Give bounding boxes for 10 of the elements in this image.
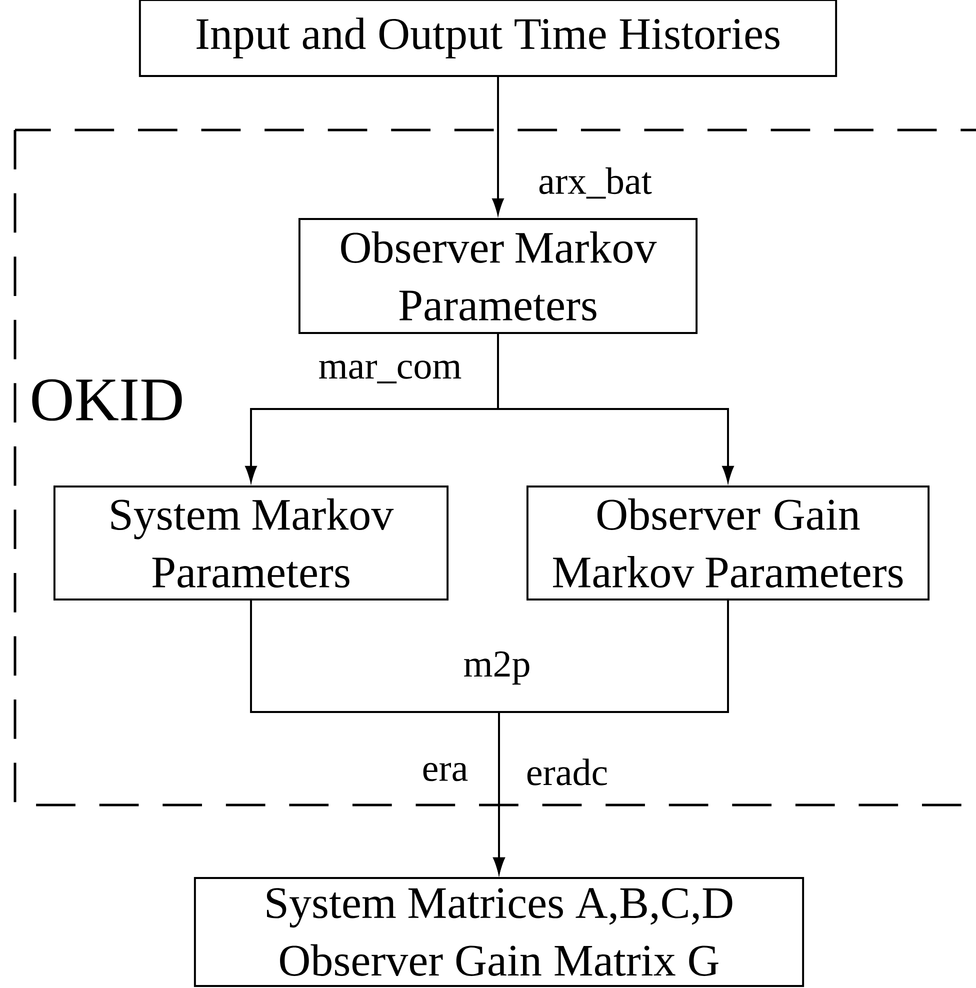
process-box: Input and Output Time Histories	[138, 0, 838, 77]
label-text: era	[420, 761, 470, 783]
edge-label: mar_com	[316, 359, 464, 385]
process-box: System Markov Parameters	[53, 486, 449, 600]
label-text: eradc	[524, 757, 610, 787]
process-box: Observer Gain Markov Parameters	[526, 486, 930, 600]
edge-label: arx_bat	[536, 166, 654, 200]
process-box: System Matrices A,B,C,D Observer Gain Matrix G	[194, 877, 804, 987]
process-box: Observer Markov Parameters	[298, 218, 698, 334]
edge-label: m2p	[462, 650, 532, 686]
